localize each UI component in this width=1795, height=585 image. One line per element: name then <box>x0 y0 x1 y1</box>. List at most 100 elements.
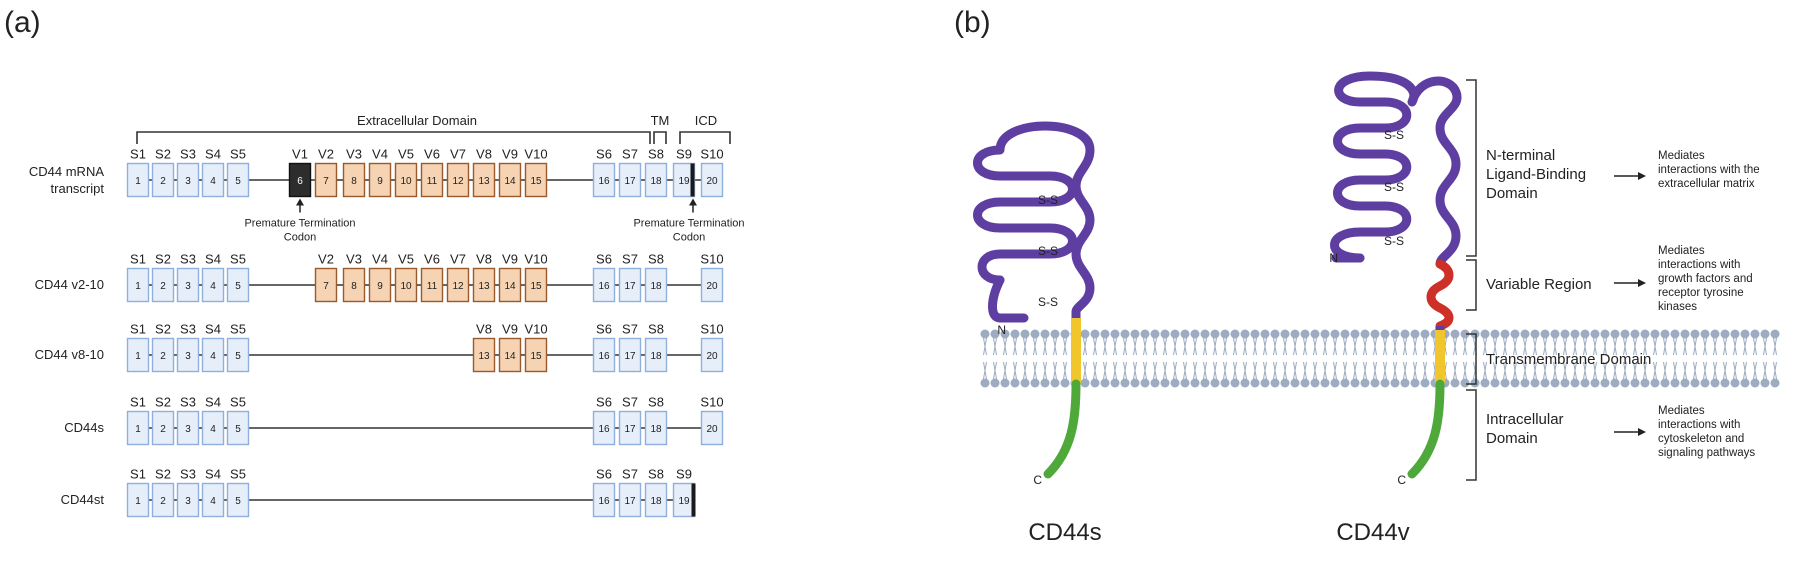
lipid-head <box>1130 378 1140 388</box>
exon-number: 3 <box>185 424 191 435</box>
lipid-head <box>1740 329 1750 339</box>
lipid-head <box>1750 378 1760 388</box>
lipid-head <box>1360 378 1370 388</box>
exon-header: S3 <box>180 147 196 162</box>
exon-number: 15 <box>530 351 542 362</box>
lipid-tail <box>1053 361 1057 380</box>
exon-box <box>342 267 366 303</box>
lipid-tail <box>1373 337 1377 356</box>
lipid-head <box>1760 329 1770 339</box>
lipid-head <box>1710 378 1720 388</box>
exon-header: S1 <box>130 322 146 337</box>
lipid-head <box>1330 329 1340 339</box>
lipid-head <box>1420 329 1430 339</box>
lipid-tail <box>983 361 987 380</box>
lipid-head <box>1350 329 1360 339</box>
exon-box <box>524 162 548 198</box>
lipid-tail <box>1423 337 1427 356</box>
protein-name-cd44v: CD44v <box>1336 519 1409 546</box>
lipid-tail <box>1453 361 1457 380</box>
exon-header: V4 <box>372 147 388 162</box>
lipid-head <box>1410 378 1420 388</box>
exon-box <box>226 337 250 373</box>
lipid-tail <box>1613 337 1617 356</box>
lipid-head <box>1670 329 1680 339</box>
lipid-tail <box>1463 337 1467 356</box>
lipid-tail <box>1623 337 1627 356</box>
lipid-head <box>1770 378 1780 388</box>
lipid-head <box>1610 378 1620 388</box>
lipid-tail <box>1683 337 1687 356</box>
lipid-head <box>1560 329 1570 339</box>
exon-number: 1 <box>135 424 141 435</box>
exon-number: 11 <box>427 281 438 292</box>
lipid-head <box>1100 329 1110 339</box>
lipid-tail <box>1093 337 1097 356</box>
lipid-tail <box>1203 337 1207 356</box>
exon-box <box>201 337 225 373</box>
lipid-tail <box>1663 337 1667 356</box>
lipid-head <box>1050 329 1060 339</box>
lipid-head <box>1150 329 1160 339</box>
lipid-head <box>1390 329 1400 339</box>
exon-number: 12 <box>452 281 464 292</box>
exon-header: V2 <box>318 147 334 162</box>
lipid-tail <box>1543 337 1547 356</box>
lipid-head <box>1080 378 1090 388</box>
exon-header: S1 <box>130 395 146 410</box>
disulfide-bond-label: S-S <box>1384 180 1404 194</box>
exon-box <box>201 162 225 198</box>
lipid-tail <box>1673 361 1677 380</box>
note-arrow-head <box>689 198 697 206</box>
stop-codon-bar <box>691 483 696 517</box>
lipid-head <box>1280 378 1290 388</box>
lipid-head <box>1330 378 1340 388</box>
lipid-tail <box>1213 337 1217 356</box>
lipid-head <box>1140 378 1150 388</box>
lipid-tail <box>1303 361 1307 380</box>
exon-number: 13 <box>478 351 490 362</box>
lipid-tail <box>993 361 997 380</box>
lipid-head <box>1720 378 1730 388</box>
lipid-tail <box>1083 361 1087 380</box>
lipid-tail <box>1193 361 1197 380</box>
lipid-head <box>1110 378 1120 388</box>
exon-header: V5 <box>398 252 414 267</box>
exon-number: 17 <box>624 496 636 507</box>
lipid-head <box>1400 329 1410 339</box>
lipid-head <box>1590 378 1600 388</box>
exon-box <box>226 410 250 446</box>
exon-box <box>592 162 616 198</box>
note-arrow-head <box>296 198 304 206</box>
lipid-tail <box>1253 337 1257 356</box>
lipid-head <box>1410 329 1420 339</box>
lipid-tail <box>1293 337 1297 356</box>
exon-box <box>618 162 642 198</box>
bracket-icd <box>679 131 731 144</box>
lipid-head <box>1310 329 1320 339</box>
exon-box <box>176 410 200 446</box>
lipid-head <box>1500 378 1510 388</box>
lipid-tail <box>1393 337 1397 356</box>
bracket-label-icd: ICD <box>695 113 717 128</box>
lipid-tail <box>1503 361 1507 380</box>
lipid-head <box>1490 329 1500 339</box>
lipid-head <box>1000 378 1010 388</box>
ligand-binding-domain <box>1330 71 1462 269</box>
lipid-head <box>1370 378 1380 388</box>
exon-header: S6 <box>596 322 612 337</box>
lipid-tail <box>1173 361 1177 380</box>
lipid-tail <box>1353 361 1357 380</box>
exon-header: V8 <box>476 322 492 337</box>
exon-header: S4 <box>205 395 221 410</box>
lipid-head <box>1510 378 1520 388</box>
lipid-tail <box>1513 361 1517 380</box>
exon-number: 5 <box>235 176 241 187</box>
exon-number: 3 <box>185 496 191 507</box>
lipid-tail <box>1633 337 1637 356</box>
exon-header: S7 <box>622 395 638 410</box>
lipid-head <box>1170 329 1180 339</box>
lipid-head <box>1050 378 1060 388</box>
exon-header: S8 <box>648 395 664 410</box>
exon-header: V1 <box>292 147 308 162</box>
